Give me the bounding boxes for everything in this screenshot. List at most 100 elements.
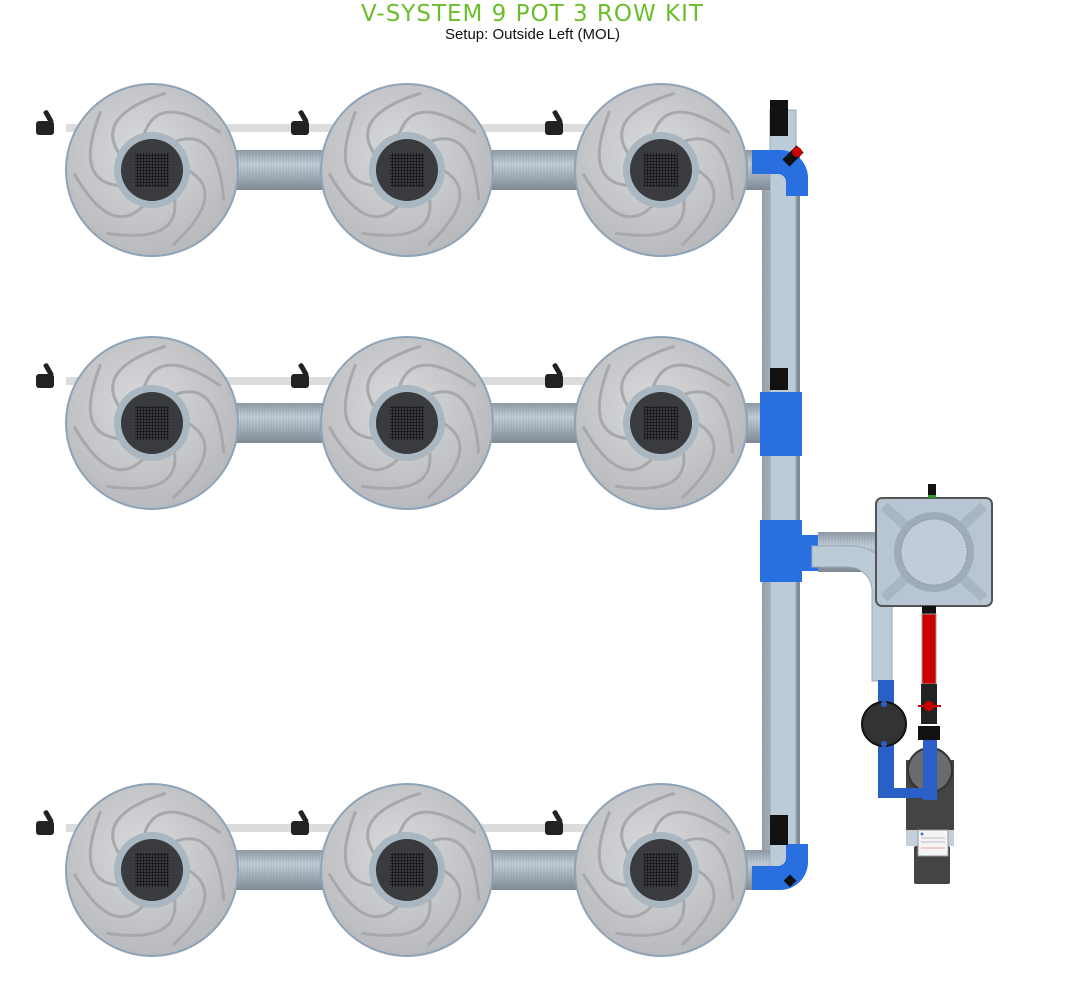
pot-vane — [366, 344, 422, 409]
return-line — [918, 606, 941, 740]
pot-vane — [327, 872, 401, 919]
pot-vane — [111, 344, 167, 409]
pot-vane — [361, 450, 432, 490]
pot-vane — [343, 363, 375, 441]
pot-vane — [173, 137, 226, 201]
grow-pot[interactable] — [291, 783, 494, 957]
pot-vane — [173, 837, 226, 901]
pot-vane — [171, 168, 207, 247]
pot-vane — [651, 110, 731, 136]
pot-vane — [682, 837, 735, 901]
manifold-fittings — [752, 100, 818, 890]
filter-pump-assembly — [861, 680, 954, 884]
pot-vane — [397, 110, 477, 136]
grow-pot[interactable] — [545, 336, 748, 510]
pot-vane — [361, 897, 432, 937]
tank-tee-fitting — [760, 520, 802, 582]
pot-vane — [366, 91, 422, 156]
tank-lid[interactable] — [900, 518, 968, 586]
pot-vane — [680, 868, 716, 947]
inline-filter — [861, 701, 907, 747]
pot-vane — [72, 872, 146, 919]
return-valve[interactable] — [918, 701, 941, 711]
pot-vane — [397, 363, 477, 389]
pot-vane — [366, 791, 422, 856]
pot-vane — [173, 390, 226, 454]
pot-vane — [682, 137, 735, 201]
pot-vane — [343, 110, 375, 188]
pot-vane — [426, 868, 462, 947]
pot-vane — [597, 810, 629, 888]
pot-vane — [651, 810, 731, 836]
setup-subtitle: Setup: Outside Left (MOL) — [444, 26, 621, 43]
pot-vane — [615, 197, 686, 237]
grow-pot[interactable] — [291, 336, 494, 510]
pot-vane — [171, 421, 207, 500]
pot-vane — [111, 91, 167, 156]
pot-grid — [36, 83, 770, 957]
grow-pot[interactable] — [36, 336, 239, 510]
pot-vane — [72, 172, 146, 219]
pot-row — [36, 336, 770, 510]
pot-vane — [620, 91, 676, 156]
pot-vane — [142, 363, 222, 389]
pot-vane — [428, 837, 481, 901]
grow-pot[interactable] — [36, 783, 239, 957]
pot-vane — [597, 363, 629, 441]
reservoir-tank — [875, 484, 993, 607]
pot-vane — [88, 363, 120, 441]
dripper-icon — [36, 110, 54, 135]
pot-vane — [142, 810, 222, 836]
row2-tee-fitting — [760, 392, 802, 456]
pot-vane — [426, 421, 462, 500]
pot-vane — [615, 897, 686, 937]
pot-vane — [88, 110, 120, 188]
drip-line — [66, 824, 595, 832]
pot-vane — [106, 197, 177, 237]
pot-vane — [581, 872, 655, 919]
pot-vane — [397, 810, 477, 836]
pot-vane — [343, 810, 375, 888]
grow-pot[interactable] — [36, 83, 239, 257]
pot-vane — [106, 897, 177, 937]
pot-vane — [680, 168, 716, 247]
pot-vane — [327, 172, 401, 219]
pot-vane — [428, 137, 481, 201]
pot-vane — [682, 390, 735, 454]
pot-vane — [581, 172, 655, 219]
pot-vane — [171, 868, 207, 947]
pot-vane — [597, 110, 629, 188]
dripper-icon — [36, 810, 54, 835]
grow-pot[interactable] — [545, 783, 748, 957]
vertical-manifold — [762, 109, 800, 876]
pot-vane — [651, 363, 731, 389]
pot-vane — [72, 425, 146, 472]
pot-vane — [620, 344, 676, 409]
dripper-icon — [36, 363, 54, 388]
pot-vane — [111, 791, 167, 856]
pot-vane — [361, 197, 432, 237]
dripper-icon — [291, 810, 309, 835]
dripper-icon — [545, 110, 563, 135]
pot-vane — [88, 810, 120, 888]
drip-line — [66, 124, 595, 132]
pot-row — [36, 83, 770, 257]
pot-vane — [327, 425, 401, 472]
pot-vane — [581, 425, 655, 472]
grow-pot[interactable] — [545, 83, 748, 257]
pot-vane — [615, 450, 686, 490]
tank-supply-line — [811, 532, 893, 682]
pot-row — [36, 783, 770, 957]
dripper-icon — [545, 810, 563, 835]
drip-line — [66, 377, 595, 385]
pot-vane — [106, 450, 177, 490]
pot-vane — [680, 421, 716, 500]
page-title: V-SYSTEM 9 POT 3 ROW KIT — [361, 1, 704, 27]
pot-vane — [620, 791, 676, 856]
pot-vane — [142, 110, 222, 136]
dripper-icon — [545, 363, 563, 388]
pot-vane — [428, 390, 481, 454]
drain-valve[interactable] — [782, 145, 804, 167]
grow-pot[interactable] — [291, 83, 494, 257]
